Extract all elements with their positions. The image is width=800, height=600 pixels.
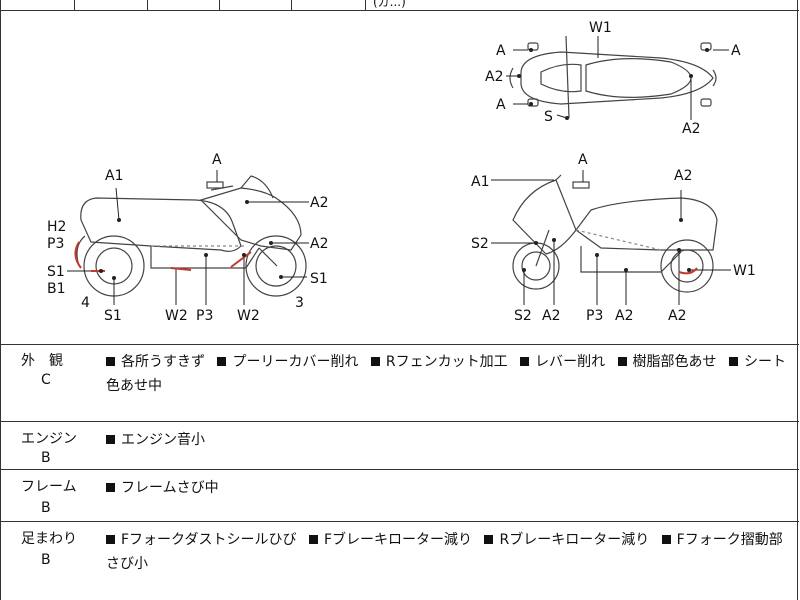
- square-bullet-icon: [729, 357, 738, 366]
- top-cell: [1, 0, 75, 10]
- label-a2-top-1: A2: [485, 69, 503, 85]
- notes-engine: エンジン音小: [106, 428, 791, 452]
- label-a2-right-2: A2: [542, 308, 560, 324]
- label-w2-left-1: W2: [165, 308, 188, 324]
- leader-lines: [67, 36, 731, 305]
- label-a-left: A: [212, 152, 222, 168]
- label-s2-right-3: A2: [668, 308, 686, 324]
- damage-diagram: W1 A A A2 A S A2 A A1 A2 H2 P3 A2 S1 S1 …: [1, 10, 799, 345]
- label-4-left: 4: [81, 295, 90, 311]
- top-cell: [291, 0, 366, 10]
- label-s-top: S: [544, 109, 553, 125]
- label-s1-left-2: S1: [310, 271, 328, 287]
- label-s2-right-1: S2: [471, 236, 489, 252]
- marker-dots: [99, 48, 709, 280]
- dashed-lines: [151, 229, 662, 251]
- square-bullet-icon: [370, 357, 380, 366]
- note-item: 樹脂部色あせ: [617, 354, 717, 370]
- notes-frame: フレームさび中: [106, 476, 791, 500]
- note-item: Fフォーク摺動部さび小: [106, 532, 783, 572]
- label-a2-right-3: A2: [615, 308, 633, 324]
- label-p3-left-2: P3: [196, 308, 213, 324]
- category-suspension: 足まわり: [21, 531, 77, 547]
- right-view-scooter: [512, 174, 718, 293]
- note-item: エンジン音小: [106, 432, 205, 448]
- left-view-scooter: [76, 175, 307, 297]
- note-item: 各所うすきず: [106, 354, 205, 370]
- label-3-left: 3: [295, 295, 304, 311]
- label-s1-left-1: S1: [47, 264, 65, 280]
- top-cell: [219, 0, 292, 10]
- note-item: シート色あせ中: [106, 354, 786, 394]
- top-table-strip: (ガ...): [1, 0, 799, 11]
- row-suspension: 足まわり B Fフォークダストシールひび Fブレーキローター減り Rブレーキロー…: [1, 522, 799, 600]
- notes-exterior: 各所うすきず プーリーカバー削れ Rフェンカット加工 レバー削れ 樹脂部色あせ …: [106, 350, 791, 398]
- label-p3-left-1: P3: [47, 236, 64, 252]
- notes-suspension: Fフォークダストシールひび Fブレーキローター減り Rブレーキローター減り Fフ…: [106, 528, 791, 576]
- square-bullet-icon: [308, 535, 318, 544]
- label-a1-left: A1: [105, 168, 123, 184]
- grade-engine: B: [41, 450, 51, 466]
- note-item: フレームさび中: [106, 480, 219, 496]
- square-bullet-icon: [661, 535, 671, 544]
- square-bullet-icon: [217, 357, 227, 366]
- label-b1-left: B1: [47, 281, 66, 297]
- top-partial-text: (ガ...): [373, 0, 406, 9]
- square-bullet-icon: [484, 535, 494, 544]
- grade-exterior: C: [41, 372, 51, 388]
- square-bullet-icon: [106, 535, 115, 544]
- grade-frame: B: [41, 500, 51, 516]
- category-engine: エンジン: [21, 431, 77, 447]
- row-engine: エンジン B エンジン音小: [1, 422, 799, 470]
- category-frame: フレーム: [21, 479, 77, 495]
- note-item: Fフォークダストシールひび: [106, 532, 297, 548]
- label-s2-right-2: S2: [514, 308, 532, 324]
- square-bullet-icon: [106, 483, 115, 492]
- label-a-top-1: A: [496, 43, 506, 59]
- square-bullet-icon: [520, 357, 530, 366]
- scooter-diagram-svg: W1 A A A2 A S A2 A A1 A2 H2 P3 A2 S1 S1 …: [47, 20, 756, 324]
- label-s1-left-3: S1: [104, 308, 122, 324]
- note-item: レバー削れ: [520, 354, 605, 370]
- label-w1-right: W1: [733, 263, 756, 279]
- top-cell: [147, 0, 220, 10]
- label-a2-left-1: A2: [310, 195, 328, 211]
- label-w2-left-2: W2: [237, 308, 260, 324]
- note-item: Rブレーキローター減り: [484, 532, 649, 548]
- row-exterior: 外 観 C 各所うすきず プーリーカバー削れ Rフェンカット加工 レバー削れ 樹…: [1, 344, 799, 422]
- label-a-top-2: A: [731, 43, 741, 59]
- top-cell: [74, 0, 148, 10]
- label-a-top-3: A: [496, 97, 506, 113]
- label-a2-right-1: A2: [674, 168, 692, 184]
- note-item: Rフェンカット加工: [370, 354, 508, 370]
- row-frame: フレーム B フレームさび中: [1, 470, 799, 522]
- label-p3-right: P3: [586, 308, 603, 324]
- category-exterior: 外 観: [21, 353, 63, 369]
- note-item: Fブレーキローター減り: [308, 532, 472, 548]
- square-bullet-icon: [106, 435, 115, 444]
- square-bullet-icon: [617, 357, 627, 366]
- label-a-right: A: [578, 152, 588, 168]
- label-a2-top-2: A2: [682, 121, 700, 137]
- grade-suspension: B: [41, 552, 51, 568]
- label-a1-right: A1: [471, 174, 489, 190]
- top-view-scooter: [509, 35, 717, 119]
- label-h2-left: H2: [47, 219, 66, 235]
- label-w1-top: W1: [589, 20, 612, 36]
- note-item: プーリーカバー削れ: [217, 354, 358, 370]
- square-bullet-icon: [106, 357, 115, 366]
- label-a2-left-2: A2: [310, 236, 328, 252]
